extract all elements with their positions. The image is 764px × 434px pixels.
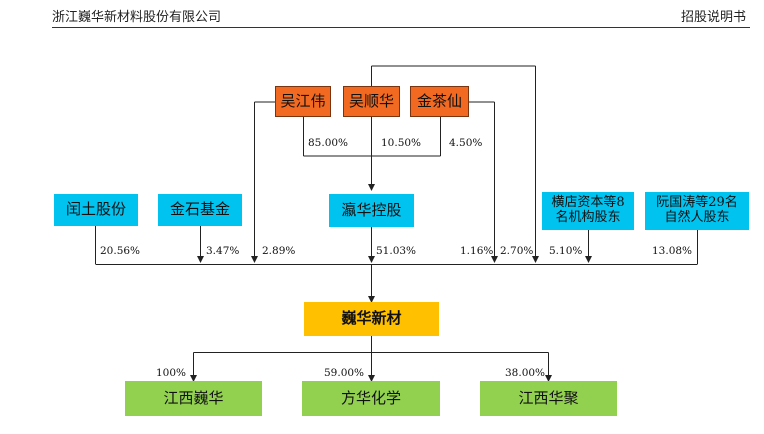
pct-jinchaxian-direct: 2.70% <box>500 245 534 257</box>
pct-jx-huaju: 38.00% <box>505 367 546 379</box>
node-weihua: 巍华新材 <box>304 302 439 336</box>
node-wu-jiangwei: 吴江伟 <box>275 86 331 117</box>
pct-wushunhua-direct: 1.16% <box>460 245 494 257</box>
pct-fanghua: 59.00% <box>324 367 365 379</box>
node-jx-huaju: 江西华聚 <box>480 381 617 416</box>
document-title: 招股说明书 <box>680 10 746 25</box>
pct-wushunhua-yingwei: 10.50% <box>381 137 422 149</box>
header-divider <box>52 27 750 28</box>
pct-jx-weihua: 100% <box>156 367 187 379</box>
node-wentu: 闰土股份 <box>54 194 138 226</box>
pct-jinshi: 3.47% <box>206 245 240 257</box>
node-ruan: 阮国涛等29名自然人股东 <box>645 192 749 230</box>
pct-ruan: 13.08% <box>652 245 693 257</box>
node-jinshi: 金石基金 <box>158 194 242 226</box>
pct-wujiangwei-direct: 2.89% <box>262 245 296 257</box>
pct-wentu: 20.56% <box>100 245 141 257</box>
node-fanghua: 方华化学 <box>302 381 440 416</box>
pct-hengdian: 5.10% <box>549 245 583 257</box>
pct-wujiangwei-yingwei: 85.00% <box>308 137 349 149</box>
node-jx-weihua: 江西巍华 <box>125 381 262 416</box>
node-wu-shunhua: 吴顺华 <box>343 86 400 117</box>
pct-yingwei: 51.03% <box>376 245 417 257</box>
node-hengdian: 横店资本等8名机构股东 <box>542 192 634 230</box>
company-name: 浙江巍华新材料股份有限公司 <box>52 10 222 25</box>
pct-jinchaxian-yingwei: 4.50% <box>449 137 483 149</box>
node-yingwei-holding: 瀛华控股 <box>329 194 414 227</box>
node-jin-chaxian: 金茶仙 <box>410 86 469 117</box>
